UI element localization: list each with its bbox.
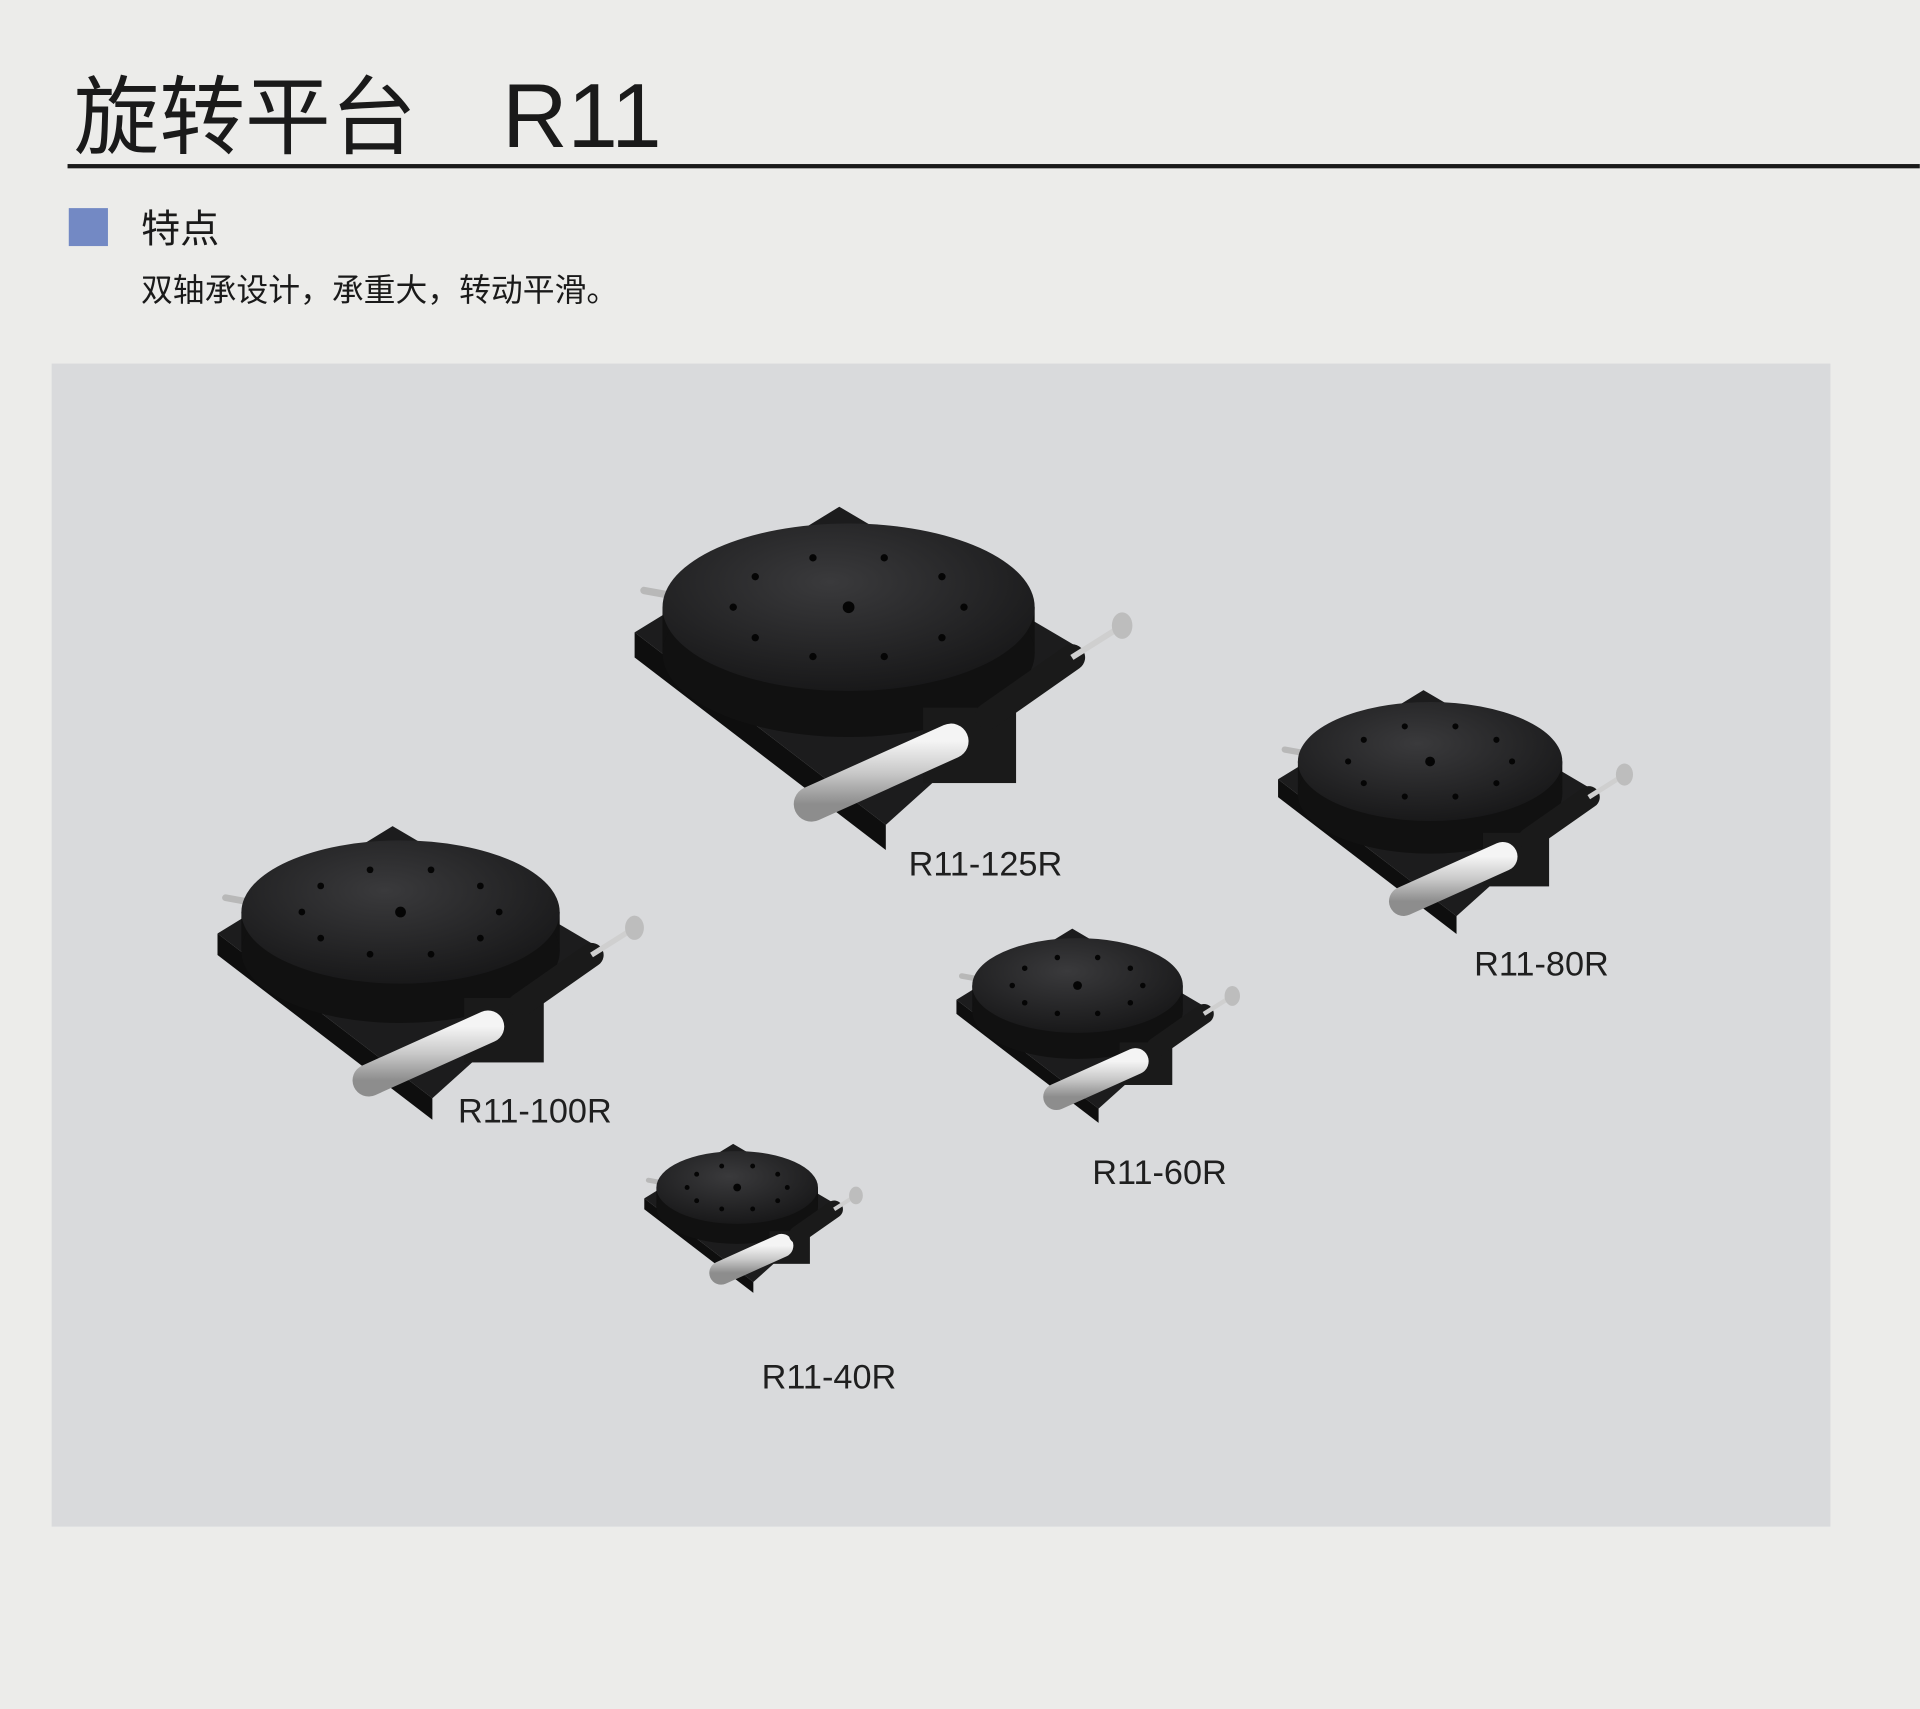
mount-hole xyxy=(1509,758,1516,765)
adjust-knob xyxy=(849,1186,863,1205)
title-rule xyxy=(67,164,1920,169)
mount-hole xyxy=(1127,965,1134,971)
spring-housing xyxy=(507,942,604,1018)
center-hole xyxy=(1073,981,1082,990)
page-title-model: R11 xyxy=(502,66,661,167)
mount-hole xyxy=(750,1163,756,1169)
mount-hole xyxy=(1021,1000,1028,1006)
mount-hole xyxy=(775,1171,781,1177)
mount-hole xyxy=(751,573,759,581)
mount-hole xyxy=(719,1163,725,1169)
center-hole xyxy=(733,1183,742,1192)
rotation-stage xyxy=(956,928,1241,1123)
micrometer-barrel xyxy=(1388,841,1518,916)
mount-hole xyxy=(366,950,374,958)
center-hole xyxy=(1425,756,1435,767)
product-photo xyxy=(217,506,1634,1293)
spring-housing xyxy=(1518,786,1600,850)
mount-hole xyxy=(1127,1000,1134,1006)
product-label: R11-60R xyxy=(1092,1154,1227,1192)
page-title-cn: 旋转平台 xyxy=(74,68,417,168)
mount-hole xyxy=(317,882,325,890)
product-label: R11-40R xyxy=(762,1358,897,1396)
mount-hole xyxy=(784,1185,790,1190)
mount-hole xyxy=(298,908,306,916)
product-label: R11-100R xyxy=(458,1093,612,1131)
micrometer-barrel xyxy=(1043,1048,1149,1111)
micrometer-barrel xyxy=(793,723,969,822)
mount-hole xyxy=(1452,793,1459,800)
section-bullet-square xyxy=(68,208,108,247)
mount-hole xyxy=(751,634,759,642)
mount-hole xyxy=(427,950,435,958)
mount-hole xyxy=(960,603,968,611)
mount-hole xyxy=(1054,1010,1061,1017)
rotation-stage xyxy=(217,826,644,1120)
features-heading: 特点 xyxy=(141,207,219,252)
mount-hole xyxy=(1493,736,1500,743)
mount-hole xyxy=(938,634,946,642)
mount-hole xyxy=(729,603,737,611)
mount-hole xyxy=(476,882,484,890)
mount-hole xyxy=(1140,982,1146,989)
mount-hole xyxy=(775,1198,781,1204)
mount-hole xyxy=(938,573,946,581)
mount-hole xyxy=(684,1185,690,1190)
mount-hole xyxy=(1345,758,1352,765)
spring-housing xyxy=(1146,1004,1214,1057)
rotation-stage xyxy=(644,1143,863,1293)
spring-housing xyxy=(974,644,1086,730)
features-description: 双轴承设计，承重大，转动平滑。 xyxy=(141,271,618,309)
mount-hole xyxy=(809,652,817,661)
adjust-knob xyxy=(625,915,644,940)
mount-hole xyxy=(476,934,484,942)
mount-hole xyxy=(1009,982,1016,989)
mount-hole xyxy=(694,1171,700,1177)
spring-housing xyxy=(788,1200,843,1244)
micrometer-barrel xyxy=(352,1010,505,1097)
adjust-knob xyxy=(1615,763,1634,786)
mount-hole xyxy=(1021,965,1028,971)
mount-hole xyxy=(719,1206,725,1212)
mount-hole xyxy=(1493,780,1500,787)
mount-hole xyxy=(1360,780,1367,787)
mount-hole xyxy=(809,554,817,562)
mount-hole xyxy=(1401,793,1408,800)
adjust-screw xyxy=(1587,774,1624,800)
center-hole xyxy=(842,601,855,614)
center-hole xyxy=(395,906,406,918)
mount-hole xyxy=(495,908,503,916)
product-label: R11-80R xyxy=(1474,946,1609,984)
mount-hole xyxy=(317,934,325,942)
adjust-screw xyxy=(590,927,633,958)
mount-hole xyxy=(750,1206,756,1212)
adjust-knob xyxy=(1111,612,1133,639)
mount-hole xyxy=(880,554,888,562)
mount-hole xyxy=(1054,954,1061,961)
rotation-stage xyxy=(634,506,1133,851)
mount-hole xyxy=(1094,1010,1101,1017)
mount-hole xyxy=(427,866,435,874)
mount-hole xyxy=(1094,954,1101,961)
mount-hole xyxy=(694,1198,700,1204)
mount-hole xyxy=(1452,723,1459,730)
product-label: R11-125R xyxy=(909,845,1063,883)
mount-hole xyxy=(1401,723,1408,730)
adjust-knob xyxy=(1224,985,1241,1006)
mount-hole xyxy=(880,652,888,661)
mount-hole xyxy=(1360,736,1367,743)
rotation-stage xyxy=(1278,690,1634,935)
micrometer-barrel xyxy=(709,1233,794,1285)
adjust-screw xyxy=(1070,625,1120,660)
mount-hole xyxy=(366,866,374,874)
